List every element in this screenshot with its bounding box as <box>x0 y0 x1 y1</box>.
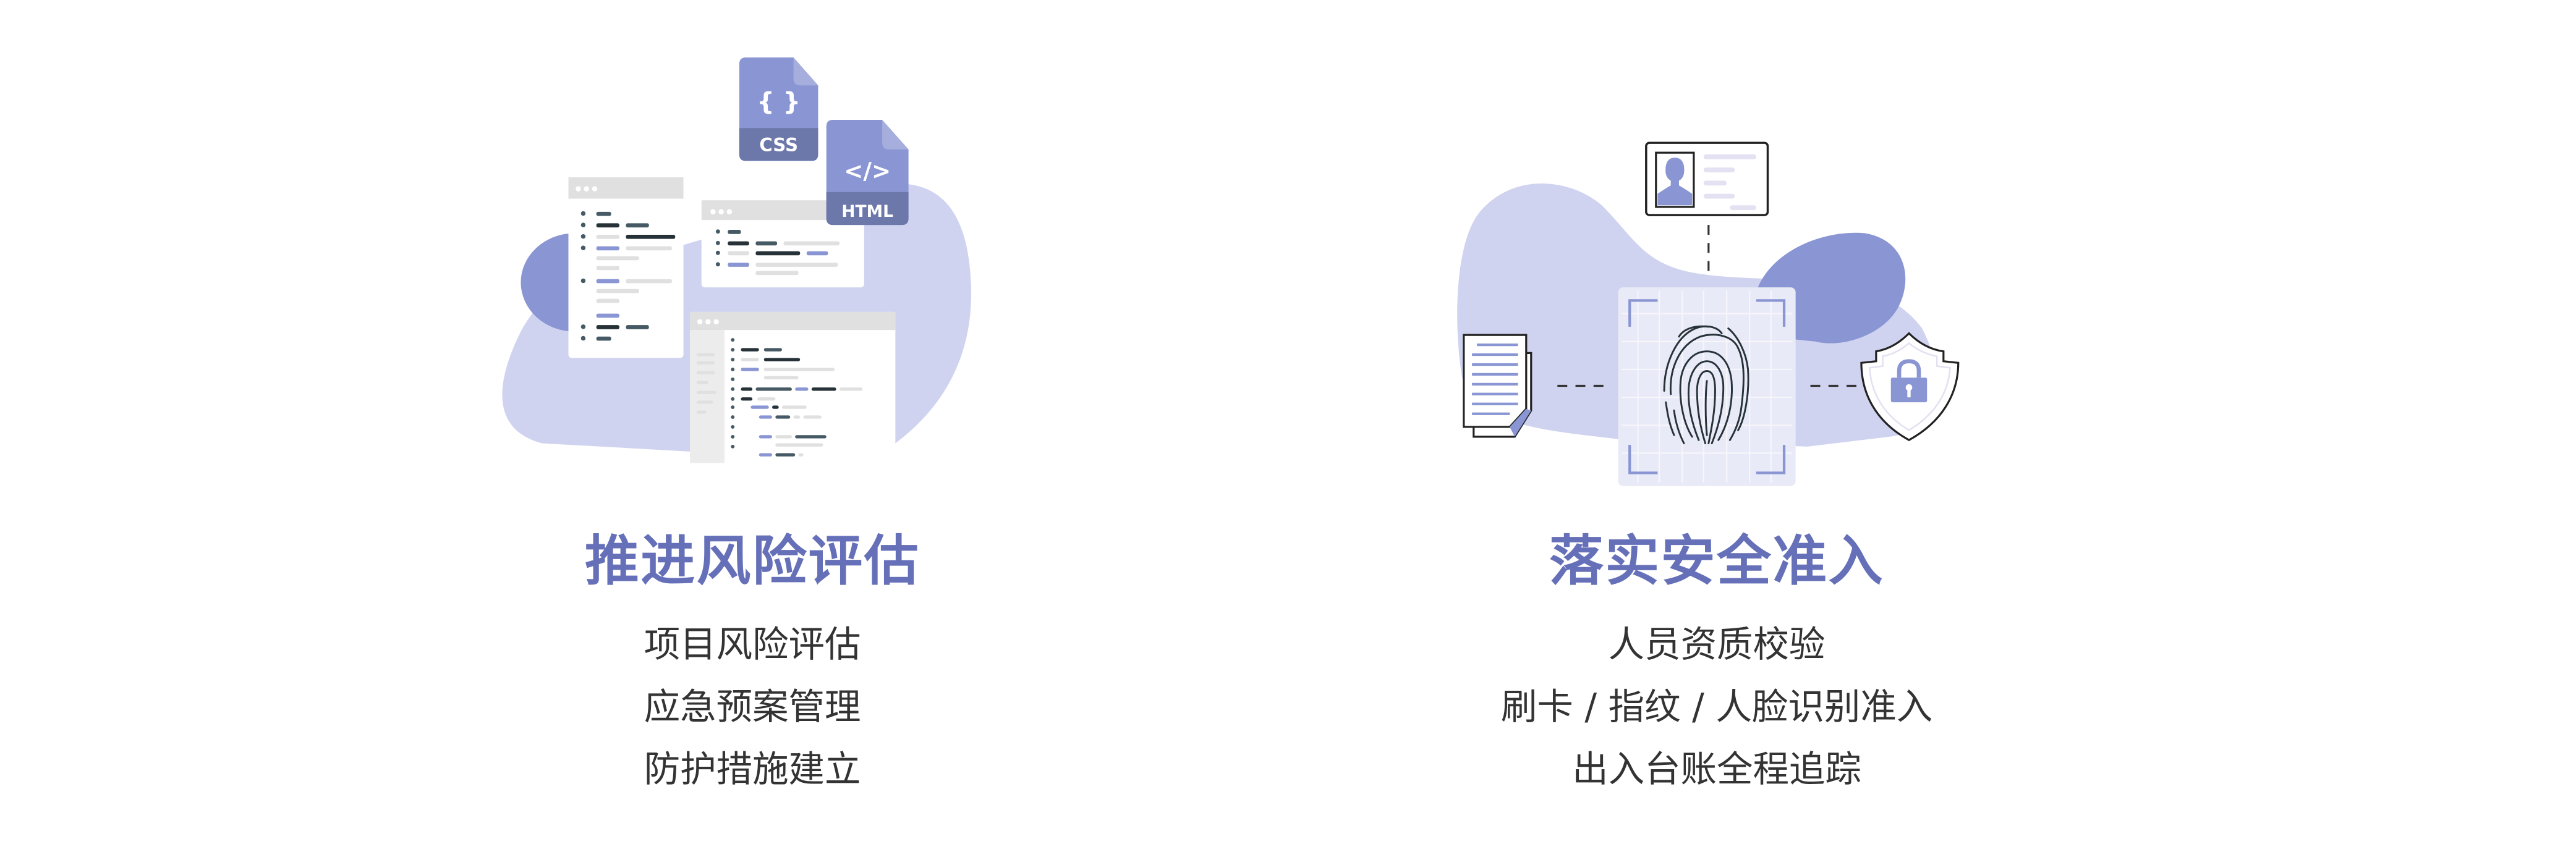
html-glyph: </> <box>844 158 891 185</box>
fingerprint-scanner <box>1618 287 1796 486</box>
css-glyph: { } <box>757 88 801 116</box>
list-item: 人员资质校验 <box>1608 625 1826 667</box>
html-file-icon: </> HTML <box>826 119 909 226</box>
list-item: 项目风险评估 <box>644 625 861 667</box>
section-title: 推进风险评估 <box>585 528 920 593</box>
fingerprint-icon <box>1663 325 1749 444</box>
css-file-icon: { } CSS <box>739 57 818 161</box>
risk-assessment-section: 推进风险评估 项目风险评估 应急预案管理 防护措施建立 <box>424 529 1081 803</box>
list-item: 应急预案管理 <box>644 688 861 729</box>
css-label: CSS <box>759 134 798 155</box>
id-card-icon <box>1645 141 1769 216</box>
list-item: 出入台账全程追踪 <box>1572 750 1861 791</box>
code-illustration: { } CSS <box>502 57 972 479</box>
section-title: 落实安全准入 <box>1549 528 1885 593</box>
list-item: 防护措施建立 <box>644 750 861 791</box>
code-window-3 <box>690 311 896 479</box>
code-window-1 <box>568 177 684 358</box>
safety-access-section: 落实安全准入 人员资质校验 刷卡 / 指纹 / 人脸识别准入 出入台账全程追踪 <box>1388 529 2046 803</box>
access-illustration <box>1457 141 1960 486</box>
list-item: 刷卡 / 指纹 / 人脸识别准入 <box>1500 688 1933 729</box>
html-label: HTML <box>841 202 893 221</box>
shield-lock-icon <box>1860 332 1960 442</box>
document-icon <box>1463 334 1532 438</box>
